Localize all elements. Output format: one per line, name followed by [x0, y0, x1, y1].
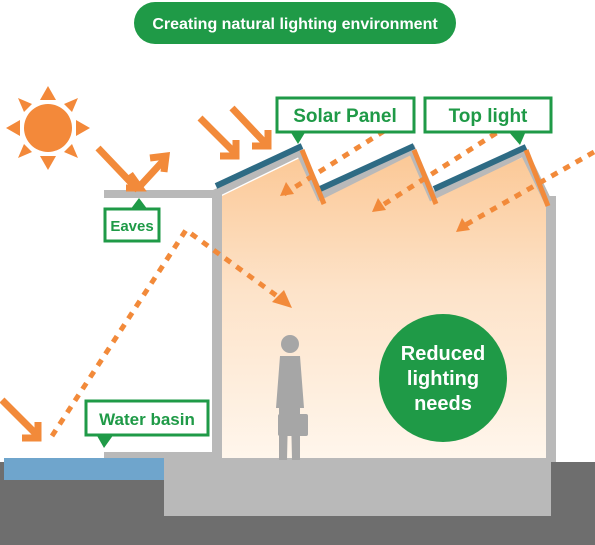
water-basin	[4, 458, 164, 480]
title-pill: Creating natural lighting environment	[134, 2, 456, 44]
right-wall	[546, 196, 556, 462]
sun-icon	[6, 86, 90, 170]
left-wall	[212, 192, 222, 458]
toplight-ray-1	[282, 113, 410, 197]
solar-panel-text: Solar Panel	[293, 106, 397, 127]
badge-line-1: Reduced	[401, 343, 485, 365]
toplight-ray-3	[458, 149, 595, 231]
solar-panels	[214, 143, 528, 192]
water-basin-label: Water basin	[84, 399, 210, 448]
eaves-label: Eaves	[103, 198, 161, 243]
person-with-briefcase-icon	[276, 335, 308, 460]
reduced-lighting-badge: Reduced lighting needs	[379, 314, 507, 442]
badge-line-3: needs	[414, 393, 472, 415]
top-light-text: Top light	[449, 106, 528, 127]
eaves-roof	[104, 190, 222, 198]
badge-line-2: lighting	[407, 368, 479, 390]
foundation	[164, 458, 551, 516]
light-arrowheads	[272, 182, 470, 308]
building-interior	[222, 154, 546, 458]
eaves-text: Eaves	[110, 218, 153, 235]
water-basin-rim	[104, 452, 216, 458]
sun-rays	[0, 105, 272, 442]
solar-panel-label: Solar Panel	[275, 96, 416, 144]
arrowhead-interior	[272, 290, 292, 308]
top-light-label: Top light	[423, 96, 553, 145]
page-title: Creating natural lighting environment	[152, 16, 438, 33]
water-basin-text: Water basin	[99, 410, 195, 429]
